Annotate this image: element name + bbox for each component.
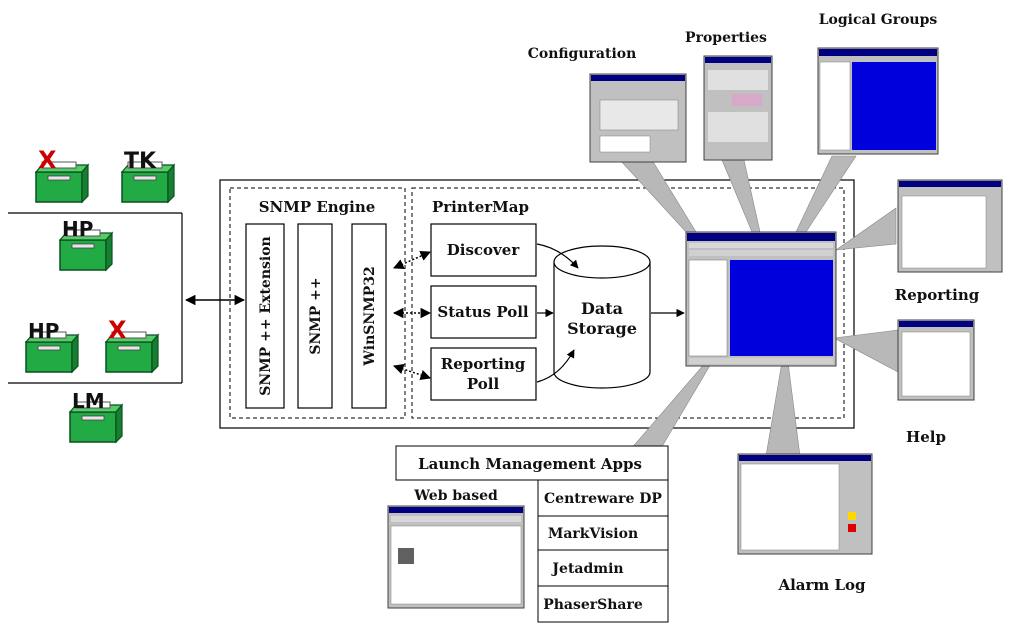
app-option-label: Jetadmin (550, 561, 623, 577)
discover-label: Discover (447, 241, 521, 259)
launch-management-box (395, 445, 669, 481)
launch-management-label: Launch Management Apps (418, 455, 642, 473)
data-storage-cylinder (553, 245, 651, 389)
printermap-box (411, 187, 845, 419)
printer-tag: X (38, 146, 57, 174)
alarm-log-screen[interactable] (737, 453, 873, 555)
winsnmp-column (351, 223, 387, 409)
printermap-app-window[interactable] (685, 231, 837, 367)
snmp-extension-label: SNMP ++ Extension (258, 236, 274, 395)
printer-icon[interactable]: X (105, 316, 159, 373)
app-option[interactable] (537, 515, 669, 551)
system-frame (219, 179, 855, 429)
web-based-screen[interactable] (387, 505, 525, 609)
printer-icon[interactable]: LM (69, 389, 123, 443)
printer-tag: X (108, 316, 127, 344)
reporting-screen[interactable] (897, 179, 1003, 273)
alarm-log-label: Alarm Log (777, 576, 866, 594)
app-option[interactable] (537, 549, 669, 587)
engine-discover-arrow (393, 251, 431, 269)
discover-storage-arrow (536, 243, 579, 269)
reporting-storage-arrow (536, 349, 575, 383)
help-screen[interactable] (897, 319, 975, 401)
reporting-label: Reporting (895, 286, 980, 304)
snmp-engine-label: SNMP Engine (259, 198, 376, 216)
web-based-label: Web based (413, 488, 498, 504)
logical-groups-screen[interactable] (817, 47, 939, 155)
printer-icon[interactable]: HP (25, 319, 79, 373)
management-apps-list: Centreware DP MarkVision Jetadmin Phaser… (537, 479, 669, 623)
printer-icon[interactable]: X (35, 146, 89, 203)
printer-icon[interactable]: HP (59, 217, 113, 271)
properties-label: Properties (685, 30, 767, 46)
printer-tag: LM (72, 389, 105, 413)
snmp-plus-column (297, 223, 333, 409)
status-poll-box (430, 285, 537, 339)
help-label: Help (906, 428, 946, 446)
printermap-label: PrinterMap (432, 198, 529, 216)
printer-tag: HP (62, 217, 93, 241)
printer-tag: TK (124, 149, 157, 174)
properties-screen[interactable] (703, 55, 773, 161)
app-option-label: PhaserShare (543, 597, 643, 613)
configuration-screen[interactable] (589, 73, 687, 163)
printer-network: X TK HP HP X LM (8, 146, 183, 443)
app-option[interactable] (537, 585, 669, 623)
callout-connectors (619, 155, 899, 457)
status-poll-label: Status Poll (437, 303, 529, 321)
reporting-poll-box (430, 347, 537, 401)
app-option-label: Centreware DP (544, 491, 662, 507)
winsnmp-label: WinSNMP32 (362, 266, 378, 366)
snmp-extension-column (245, 223, 285, 409)
snmp-plus-label: SNMP ++ (308, 277, 324, 354)
app-option-label: MarkVision (548, 526, 638, 542)
printer-icon[interactable]: TK (121, 149, 175, 203)
printer-tag: HP (28, 319, 59, 343)
logical-groups-label: Logical Groups (819, 12, 938, 28)
discover-box (430, 223, 537, 277)
configuration-label: Configuration (528, 46, 637, 62)
snmp-engine-box (229, 187, 406, 419)
